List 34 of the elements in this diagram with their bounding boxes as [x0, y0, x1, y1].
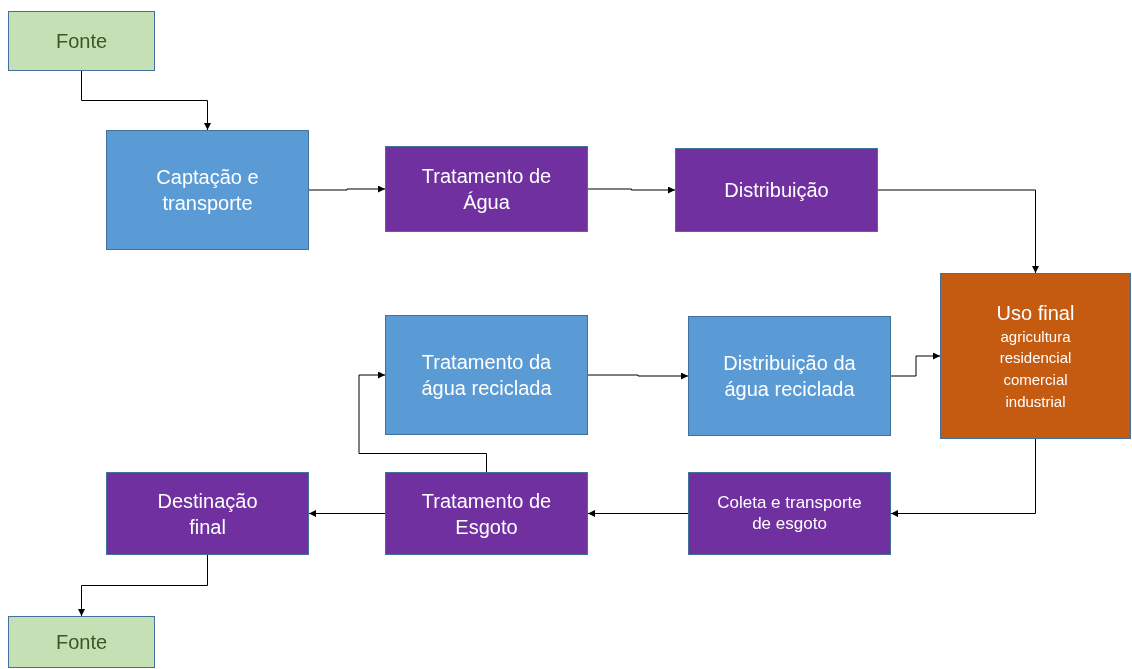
source-box: [8, 616, 155, 668]
node-title: Distribuição da água reciclada: [722, 351, 857, 402]
arrow: [890, 438, 1036, 517]
node-title: Coleta e transporte de esgoto: [716, 493, 863, 534]
node-title: Captação e transporte: [155, 165, 260, 216]
arrow: [358, 371, 487, 473]
arrow: [587, 372, 689, 380]
process-box: [385, 315, 588, 435]
arrow: [587, 510, 689, 517]
node-title: Tratamento de Água: [420, 164, 553, 215]
process-box: [106, 130, 309, 250]
node-title: Uso final: [996, 300, 1075, 326]
process-box: [106, 472, 309, 555]
node-title: Tratamento de Esgoto: [420, 488, 553, 540]
end-use-box: [940, 273, 1131, 439]
node-title: Tratamento da água reciclada: [420, 350, 553, 401]
arrow: [877, 189, 1039, 274]
arrow: [308, 185, 386, 193]
process-box: [385, 472, 588, 555]
arrow: [308, 510, 386, 517]
process-box: [675, 148, 878, 232]
node-title: Destinação final: [156, 488, 259, 540]
node-title: Fonte: [55, 29, 108, 54]
arrow: [890, 352, 941, 377]
arrow: [78, 554, 208, 617]
node-detail: agricultura residencial comercial industrial: [998, 326, 1073, 412]
node-title: Fonte: [55, 630, 108, 655]
process-box: [688, 472, 891, 555]
process-box: [688, 316, 891, 436]
arrow: [587, 186, 676, 194]
source-box: [8, 11, 155, 71]
arrow: [81, 70, 211, 131]
process-box: [385, 146, 588, 232]
node-title: Distribuição: [724, 178, 829, 203]
